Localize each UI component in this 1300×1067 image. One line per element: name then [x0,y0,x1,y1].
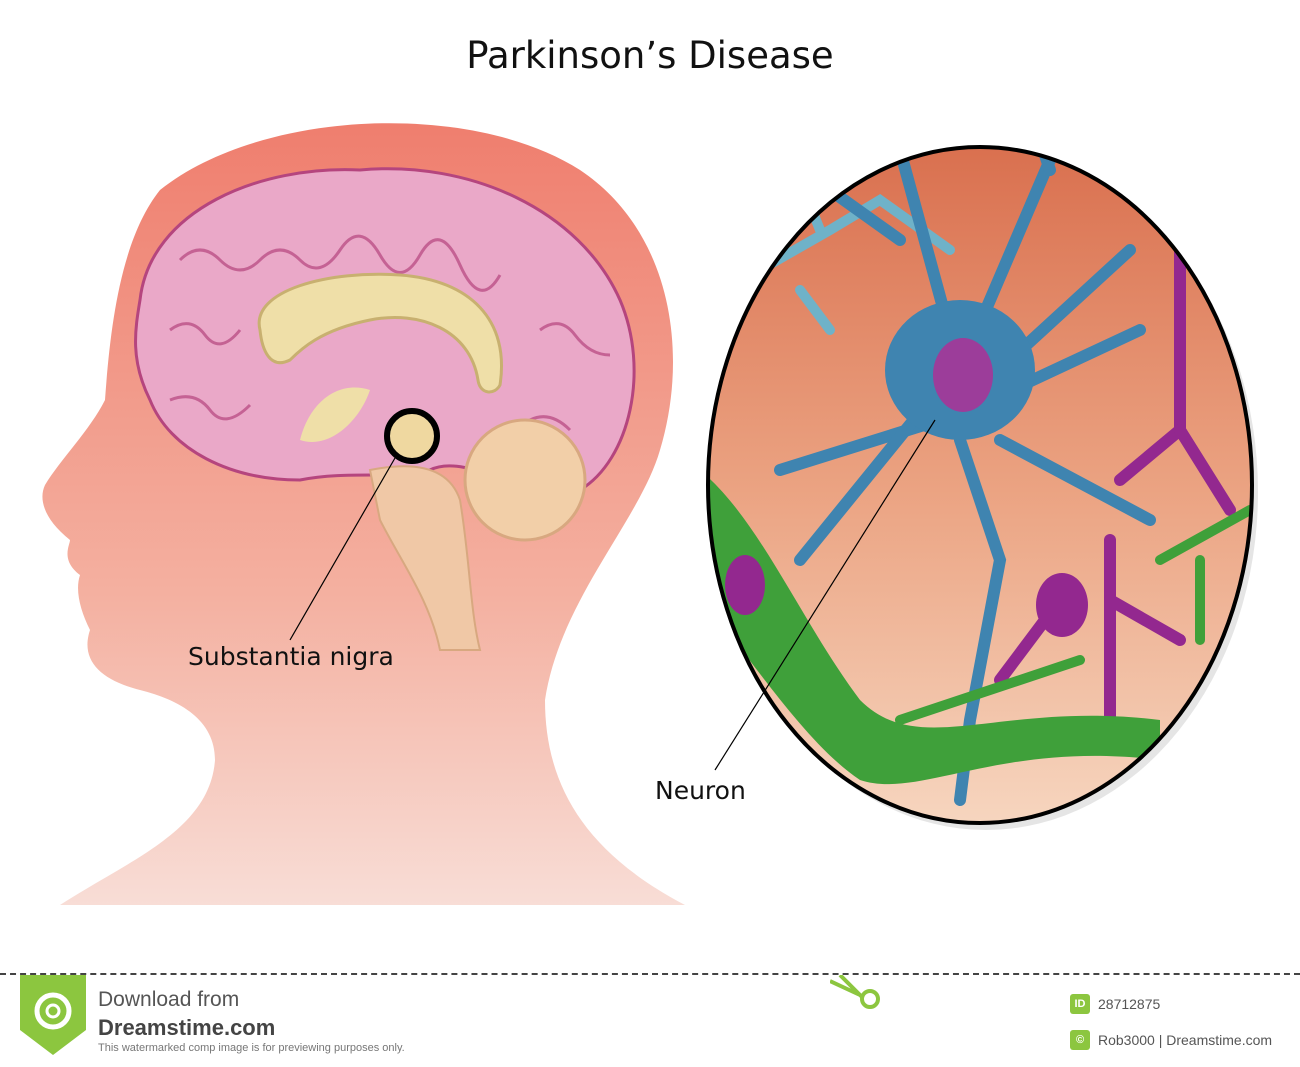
site-link[interactable]: Dreamstime.com [98,1015,276,1040]
watermark-footer: Download from Dreamstime.com This waterm… [0,973,1300,1067]
dreamstime-logo-icon [20,975,86,1055]
closeup-border [706,145,1254,825]
brain-folds [169,234,611,432]
author-credit[interactable]: Rob3000 | Dreamstime.com [1098,1032,1273,1048]
label-substantia-nigra: Substantia nigra [188,642,394,671]
page-title: Parkinson’s Disease [466,34,834,77]
corpus-callosum [257,272,503,394]
substantia-nigra-marker [384,408,440,464]
watermark-note: This watermarked comp image is for previ… [98,1042,405,1054]
illustration [42,123,1258,906]
id-badge-icon: ID [1070,994,1090,1014]
image-id: 28712875 [1098,996,1161,1012]
label-neuron: Neuron [655,776,746,805]
copyright-icon: © [1070,1030,1090,1050]
brainstem [368,465,482,651]
scissors-icon [830,975,880,1009]
download-from-text: Download from [98,988,240,1011]
cerebellum [463,418,587,542]
neuron-closeup [708,147,1252,823]
